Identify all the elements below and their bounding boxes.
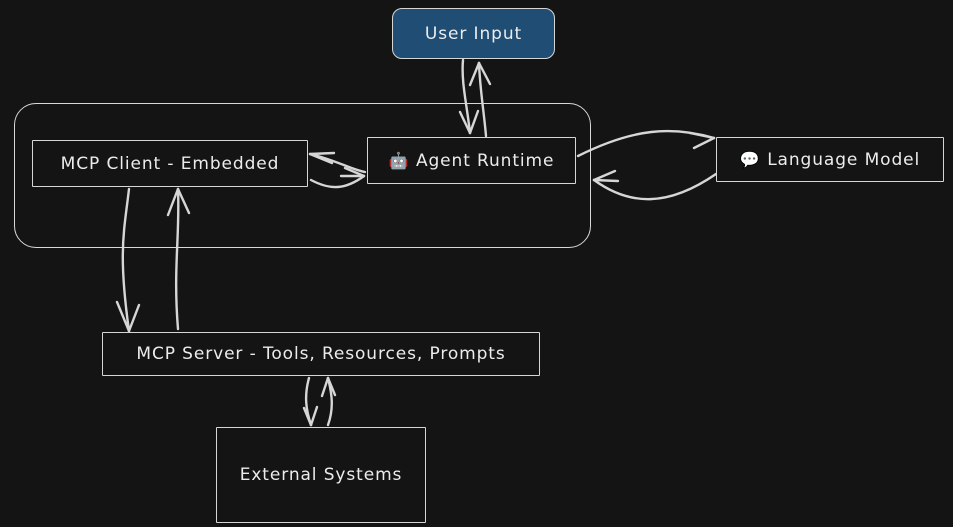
robot-icon: 🤖 [388, 150, 409, 170]
edge-ext-to-server [320, 376, 337, 427]
node-agent-runtime[interactable]: 🤖 Agent Runtime [367, 137, 576, 184]
agent-group-container [14, 103, 591, 248]
node-mcp-server[interactable]: MCP Server - Tools, Resources, Prompts [102, 332, 540, 376]
edge-llm-to-agent [592, 169, 718, 201]
node-mcp-client[interactable]: MCP Client - Embedded [32, 140, 308, 187]
node-agent-runtime-label: Agent Runtime [415, 150, 555, 171]
node-language-model-label: Language Model [767, 149, 921, 170]
node-mcp-server-label: MCP Server - Tools, Resources, Prompts [136, 344, 506, 364]
node-user-input[interactable]: User Input [392, 8, 555, 59]
edge-agent-to-llm [576, 129, 716, 158]
node-mcp-client-label: MCP Client - Embedded [60, 153, 280, 174]
node-external-systems[interactable]: External Systems [216, 427, 426, 523]
speech-balloon-icon: 💬 [739, 149, 761, 169]
edge-server-to-ext [302, 376, 319, 427]
node-external-systems-label: External Systems [239, 465, 403, 485]
node-language-model[interactable]: 💬 Language Model [716, 137, 944, 182]
node-user-input-label: User Input [424, 23, 523, 44]
